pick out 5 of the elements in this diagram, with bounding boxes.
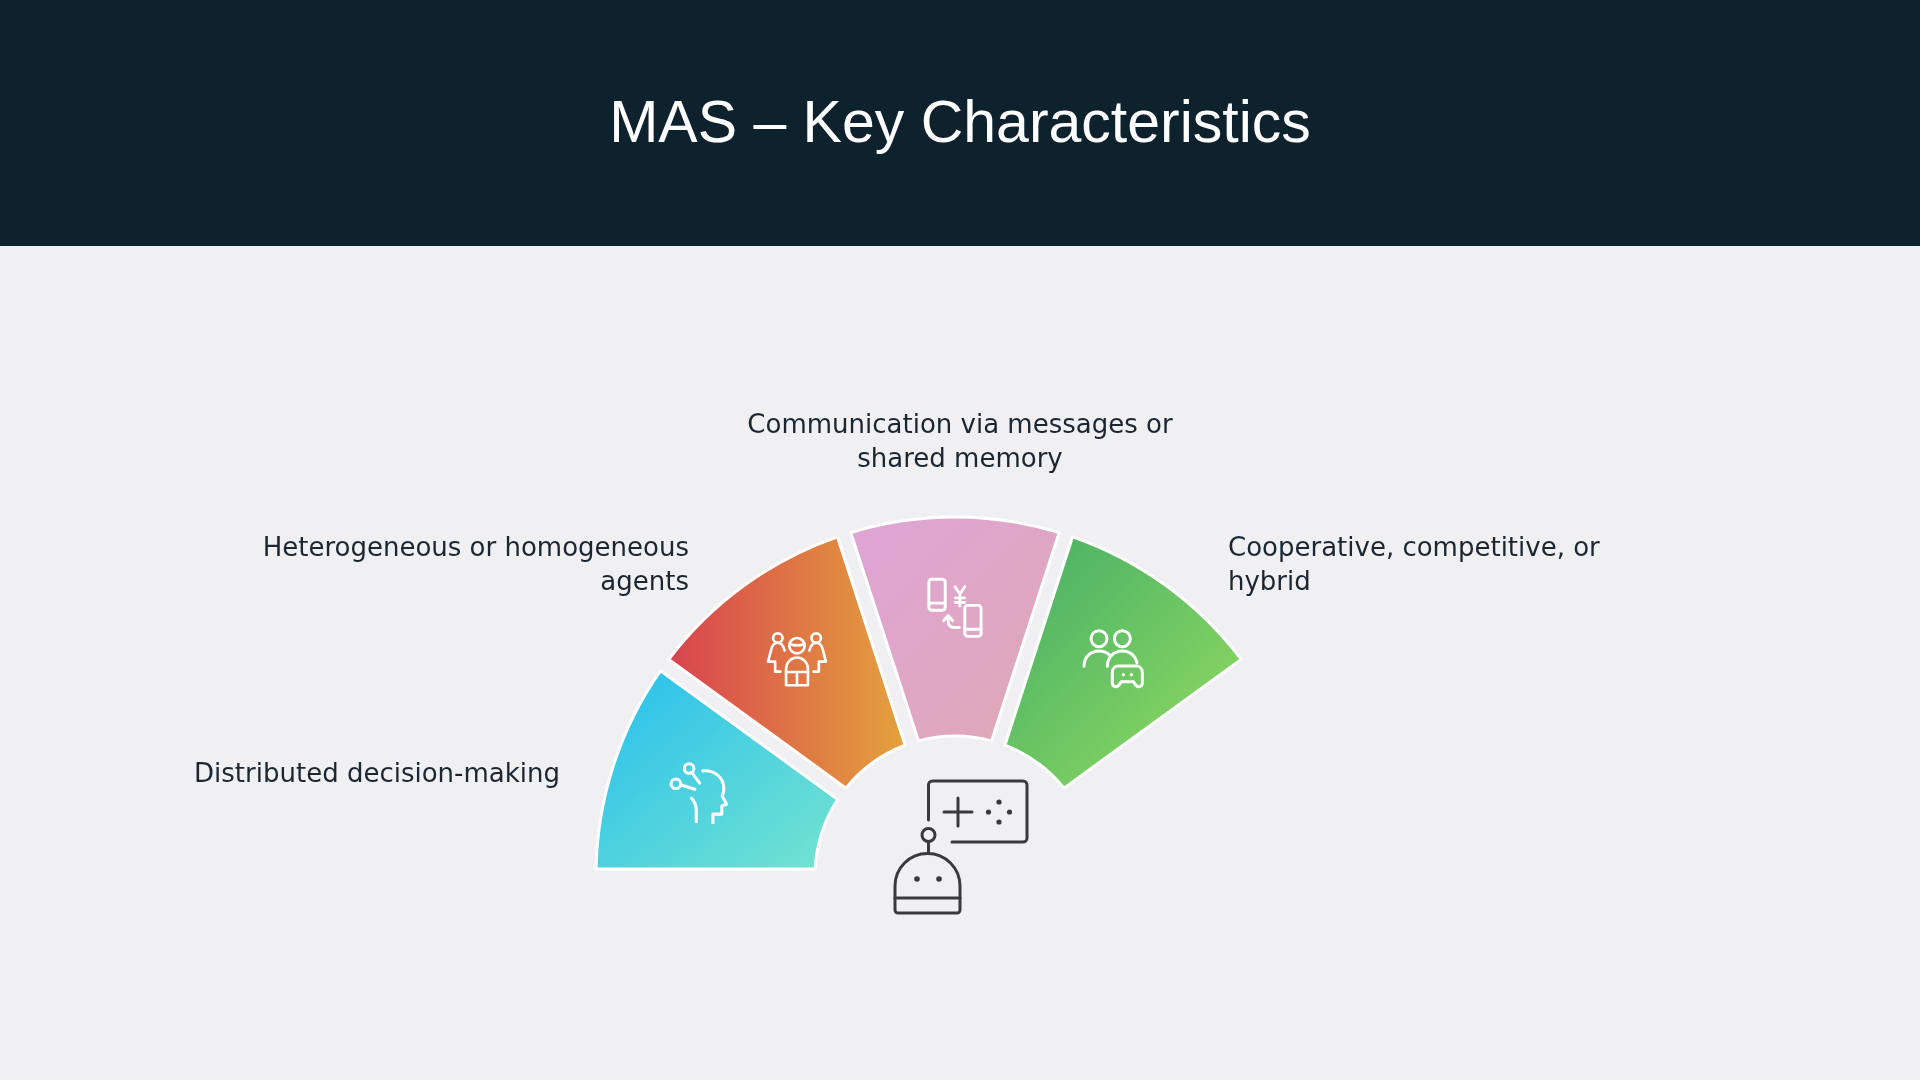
segment-label: Distributed decision-making: [193, 757, 560, 790]
segment-label: Communication via messages or shared memory: [746, 408, 1174, 475]
segment-label: Heterogeneous or homogeneous agents: [261, 531, 689, 598]
segment-label: Cooperative, competitive, or hybrid: [1228, 531, 1601, 598]
title: MAS – Key Characteristics: [609, 88, 1311, 157]
